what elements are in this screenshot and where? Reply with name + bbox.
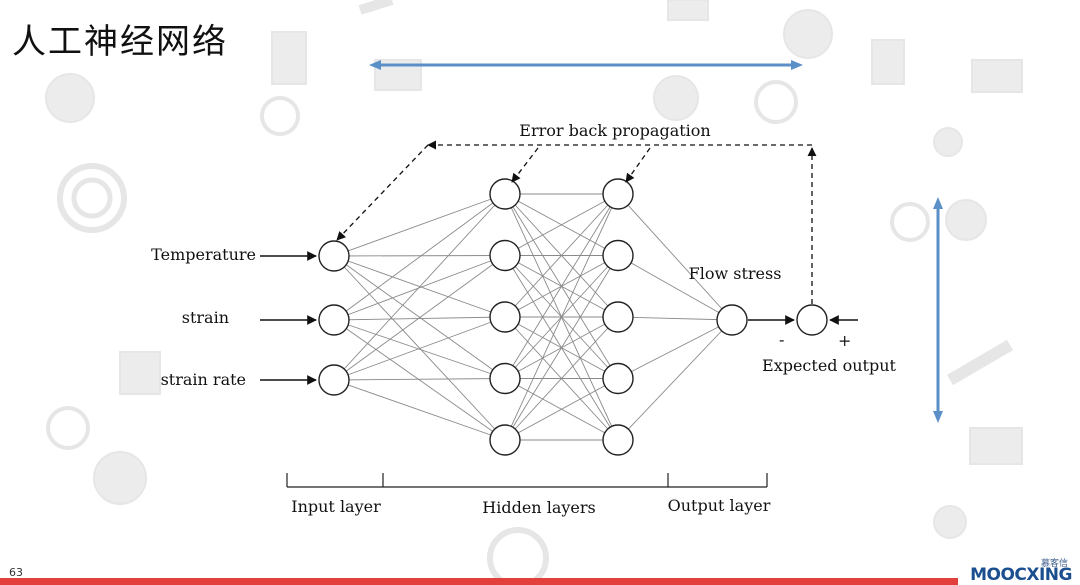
connection-l2-3-0 bbox=[617, 319, 733, 379]
hidden2-node-3 bbox=[602, 301, 634, 333]
input-label-temperature: Temperature bbox=[151, 245, 256, 264]
hidden1-node-1 bbox=[489, 178, 521, 210]
connection-l2-4-0 bbox=[617, 319, 733, 441]
m-badge-icon-4 bbox=[890, 202, 930, 242]
node-group bbox=[318, 178, 748, 456]
input-node-3 bbox=[318, 364, 350, 396]
connection-l0-2-4 bbox=[333, 379, 506, 441]
slide-title: 人工神经网络 bbox=[12, 22, 228, 62]
hidden1-node-5 bbox=[489, 424, 521, 456]
gear-icon-2 bbox=[93, 451, 147, 505]
hidden1-node-2 bbox=[489, 239, 521, 272]
arrowhead-down bbox=[933, 411, 943, 423]
input-label-strain-rate: strain rate bbox=[161, 370, 246, 389]
feedback-arrow-input bbox=[336, 144, 429, 241]
dollar-coin-icon bbox=[945, 199, 987, 241]
feedback-arrow-hidden-2 bbox=[625, 147, 651, 183]
connection-l1-4-3 bbox=[504, 378, 619, 441]
connection-l1-2-0 bbox=[504, 193, 619, 318]
bulb-icon bbox=[783, 9, 833, 59]
arrowhead-left bbox=[369, 60, 381, 70]
connection-l2-1-0 bbox=[617, 255, 733, 321]
brand-logo: 慕客信 MOOCXING bbox=[962, 556, 1074, 585]
target-icon-2 bbox=[487, 527, 549, 585]
connection-l1-4-2 bbox=[504, 316, 619, 441]
output-label: Flow stress bbox=[689, 264, 782, 283]
connection-l0-1-1 bbox=[333, 255, 506, 321]
calendar-icon-2 bbox=[667, 0, 709, 21]
brand-name-cn: 慕客信 bbox=[1040, 559, 1068, 569]
output-layer-label: Output layer bbox=[668, 496, 771, 515]
connection-l0-2-1 bbox=[333, 255, 506, 381]
feedback-arrow-hidden-1 bbox=[511, 147, 539, 183]
brand-name-en: MOOCXING bbox=[970, 565, 1072, 585]
connection-l0-0-4 bbox=[333, 255, 506, 441]
connection-l0-2-2 bbox=[333, 316, 506, 381]
document-icon-2 bbox=[871, 39, 905, 85]
connection-l1-1-0 bbox=[504, 193, 619, 256]
connection-l0-0-0 bbox=[333, 193, 506, 257]
calendar-icon bbox=[119, 351, 161, 395]
connection-l0-1-2 bbox=[333, 316, 506, 321]
arrowhead-up bbox=[933, 197, 943, 209]
feedback-label: Error back propagation bbox=[519, 121, 710, 140]
output-node-1 bbox=[716, 304, 748, 336]
hidden2-node-5 bbox=[602, 424, 634, 456]
puzzle-icon-2 bbox=[933, 505, 967, 539]
comparator-minus-sign: - bbox=[779, 330, 784, 349]
document-icon bbox=[271, 31, 307, 85]
connection-group bbox=[333, 193, 733, 441]
hidden2-node-4 bbox=[602, 362, 634, 395]
connection-l0-1-4 bbox=[333, 319, 506, 441]
puzzle-icon bbox=[933, 127, 963, 157]
m-badge-icon-2 bbox=[260, 96, 300, 136]
connection-l0-1-3 bbox=[333, 319, 506, 379]
hidden2-node-2 bbox=[602, 239, 634, 272]
connection-l1-4-0 bbox=[504, 193, 619, 441]
slide-number: 63 bbox=[9, 566, 23, 579]
target-icon bbox=[57, 163, 127, 233]
connection-l0-2-0 bbox=[333, 193, 506, 381]
comparator-plus-sign: + bbox=[838, 331, 851, 350]
m-badge-icon bbox=[46, 406, 90, 450]
connection-l1-4-1 bbox=[504, 255, 619, 441]
input-node-1 bbox=[318, 240, 350, 272]
m-badge-icon-3 bbox=[754, 80, 798, 124]
envelope-icon-3 bbox=[969, 427, 1023, 465]
comparator-node bbox=[796, 304, 828, 336]
wrench-icon bbox=[946, 339, 1014, 386]
connection-l0-1-0 bbox=[333, 193, 506, 321]
input-node-2 bbox=[318, 304, 350, 336]
connection-l0-0-1 bbox=[333, 255, 506, 257]
bottom-accent-bar bbox=[0, 578, 958, 585]
connection-l2-0-0 bbox=[617, 193, 733, 321]
envelope-icon-2 bbox=[971, 59, 1023, 93]
connection-l1-3-0 bbox=[504, 193, 619, 379]
connection-l2-2-0 bbox=[617, 316, 733, 321]
expected-output-label: Expected output bbox=[762, 356, 897, 375]
hidden-layers-label: Hidden layers bbox=[482, 498, 595, 517]
arrowhead-right bbox=[791, 60, 803, 70]
hidden1-node-3 bbox=[489, 301, 521, 333]
gear-icon bbox=[45, 73, 95, 123]
input-layer-label: Input layer bbox=[291, 497, 381, 516]
input-label-strain: strain bbox=[182, 308, 229, 327]
hidden1-node-4 bbox=[489, 362, 521, 395]
hidden2-node-1 bbox=[602, 178, 634, 210]
connection-l0-2-3 bbox=[333, 378, 506, 381]
wrench-icon-2 bbox=[358, 0, 394, 15]
gear-icon-3 bbox=[653, 75, 699, 121]
